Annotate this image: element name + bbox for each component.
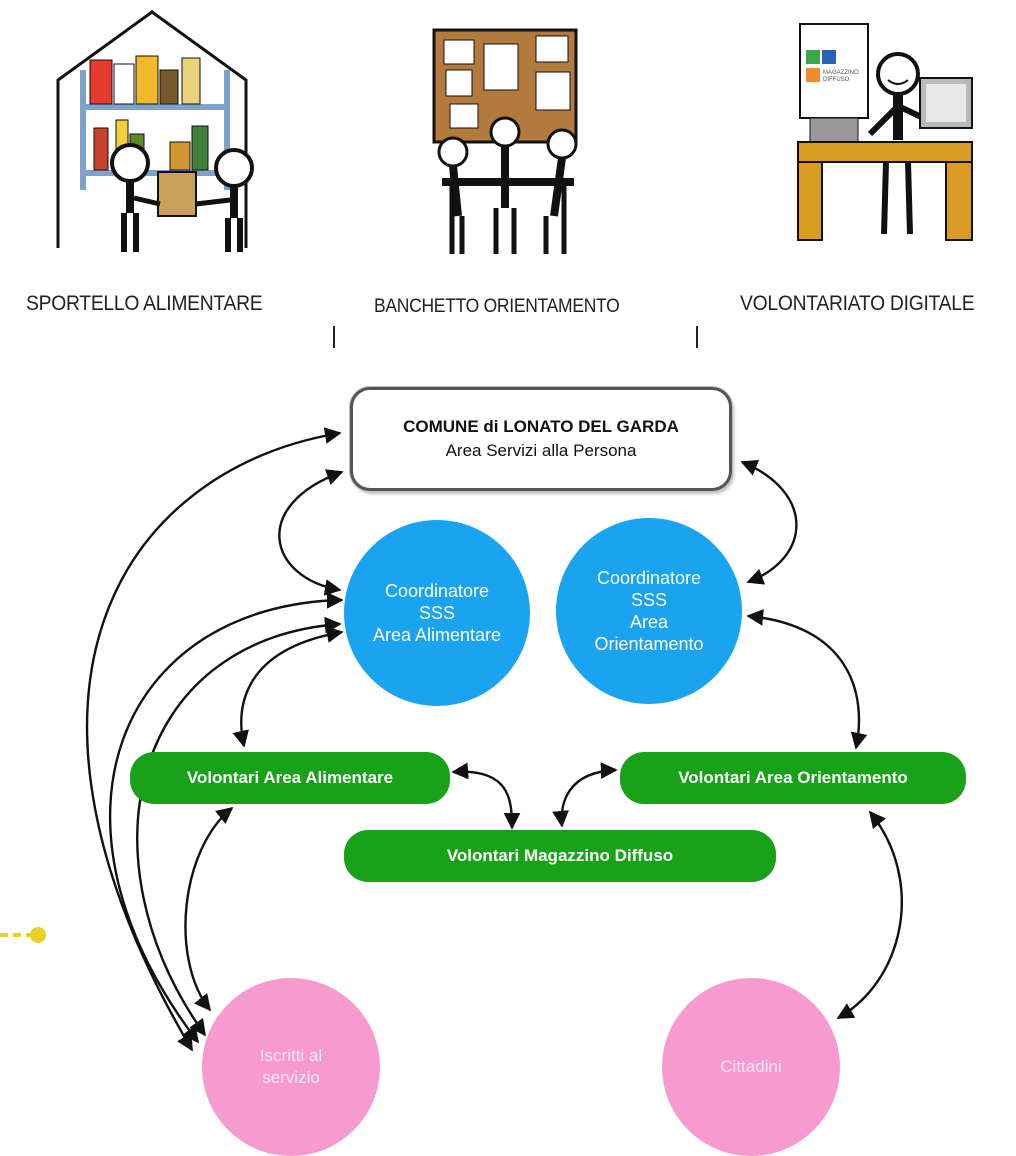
coord-alim-line3: Area Alimentare — [372, 625, 502, 645]
caption-volontariato-digitale: VOLONTARIATO DIGITALE — [740, 292, 975, 315]
comune-box: COMUNE di LONATO DEL GARDA Area Servizi … — [350, 387, 732, 491]
computer-sign-line2: DIFFUSO — [823, 77, 850, 83]
coord-alim-line1: Coordinatore — [384, 581, 490, 601]
volontari-area-alimentare: Volontari Area Alimentare — [130, 752, 450, 804]
coordinatore-area-orientamento: Coordinatore SSS Area Orientamento — [556, 518, 742, 704]
coord-orient-line4: Orientamento — [594, 634, 704, 654]
iscritti-al-servizio: Iscritti al servizio — [202, 978, 380, 1156]
volontari-area-orientamento: Volontari Area Orientamento — [620, 752, 966, 804]
divider-right — [696, 326, 698, 348]
coord-orient-line2: SSS — [630, 590, 668, 610]
arrow-coordalim-volalim — [232, 626, 344, 748]
cittadini: Cittadini — [662, 978, 840, 1156]
arrow-comune-coordorient — [740, 459, 798, 585]
pin-marker-icon — [0, 927, 46, 943]
coord-orient-line1: Coordinatore — [596, 568, 702, 588]
arrow-volorient-cittadini — [836, 810, 903, 1020]
iscritti-line1: Iscritti al — [259, 1046, 323, 1065]
arrow-comune-iscritti — [85, 427, 342, 1052]
coord-alim-line2: SSS — [418, 603, 456, 623]
arrow-volalim-iscritti — [184, 806, 234, 1012]
iscritti-line2: servizio — [262, 1068, 320, 1087]
arrow-coordalim-iscritti-inner — [136, 616, 342, 1037]
coord-orient-line3: Area — [629, 612, 669, 632]
comune-subtitle: Area Servizi alla Persona — [445, 441, 637, 460]
arrow-comune-coordalim — [278, 469, 344, 596]
arrow-volorient-magazzino — [552, 762, 618, 828]
divider-left — [333, 326, 335, 348]
volontariato-pictogram: MAGAZZINO DIFFUSO — [797, 23, 973, 241]
computer-sign-line1: MAGAZZINO — [823, 70, 859, 76]
comune-title: COMUNE di LONATO DEL GARDA — [403, 417, 679, 436]
caption-sportello-alimentare: SPORTELLO ALIMENTARE — [26, 292, 263, 315]
sportello-pictogram — [56, 10, 254, 252]
coordinatore-area-alimentare: Coordinatore SSS Area Alimentare — [344, 520, 530, 706]
volontari-magazzino-diffuso: Volontari Magazzino Diffuso — [344, 830, 776, 882]
caption-banchetto-orientamento: BANCHETTO ORIENTAMENTO — [374, 296, 620, 317]
arrow-coordorient-volorient — [746, 609, 868, 750]
arrow-coordalim-iscritti-outer — [108, 591, 344, 1044]
banchetto-pictogram — [432, 28, 578, 254]
arrow-volalim-magazzino — [451, 762, 521, 830]
